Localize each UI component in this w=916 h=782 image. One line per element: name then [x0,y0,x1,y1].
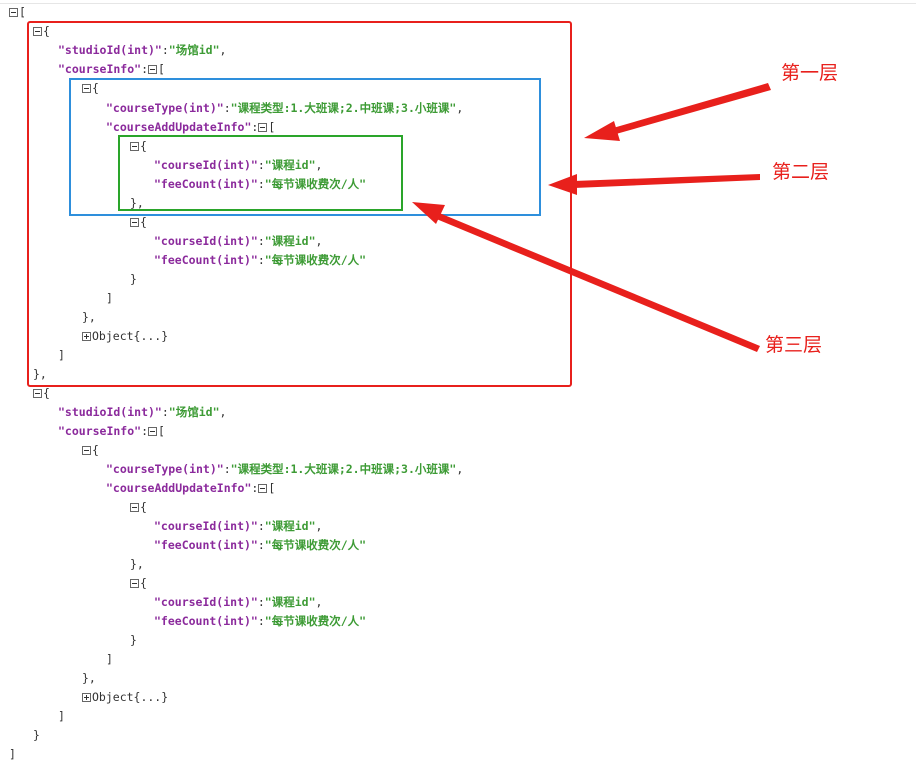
object1-course-type-row: "courseType(int)":"课程类型:1.大班课;2.中班课;3.小班… [106,101,464,115]
collapse-toggle-icon[interactable] [9,8,18,17]
object2-collapsed-object[interactable]: Object{...} [82,688,168,707]
collapse-toggle-icon[interactable] [82,84,91,93]
collapse-toggle-icon[interactable] [148,65,158,74]
root-array-open: [ [9,3,26,22]
collapse-toggle-icon[interactable] [258,484,268,493]
layer3-highlight-box [118,135,403,211]
object2-close: } [33,728,40,742]
object2-course-add-update-close: ] [106,652,113,666]
collapse-toggle-icon[interactable] [258,123,268,132]
object1-fee-item1-open: { [130,137,147,156]
object1-fee-item2-close: } [130,272,137,286]
layer2-highlight-box [69,78,541,216]
object1-open: { [33,22,50,41]
collapse-toggle-icon[interactable] [33,27,42,36]
object2-course-open: { [82,441,99,460]
collapse-toggle-icon[interactable] [130,579,139,588]
layer1-arrow-icon [613,83,771,134]
top-divider [0,3,916,4]
expand-toggle-icon[interactable] [82,693,91,702]
object2-course-add-update-row: "courseAddUpdateInfo":[ [106,481,276,495]
object1-close: }, [33,367,47,381]
object1-fee-item1-fee-count-row: "feeCount(int)":"每节课收费次/人" [154,177,367,191]
object1-fee-item2-course-id-row: "courseId(int)":"课程id", [154,234,323,248]
layer2-arrow-icon [574,174,760,188]
collapse-toggle-icon[interactable] [33,389,42,398]
layer1-highlight-box [27,21,572,387]
object1-course-info-close: ] [58,348,65,362]
object2-course-info-row: "courseInfo":[ [58,424,165,438]
object2-fee-item1-close: }, [130,557,144,571]
object1-course-open: { [82,79,99,98]
collapse-toggle-icon[interactable] [130,503,139,512]
object2-fee-item1-open: { [130,498,147,517]
layer2-label: 第二层 [772,161,830,183]
object2-fee-item1-fee-count-row: "feeCount(int)":"每节课收费次/人" [154,538,367,552]
layer1-label: 第一层 [781,62,839,84]
object1-fee-item1-course-id-row: "courseId(int)":"课程id", [154,158,323,172]
collapse-toggle-icon[interactable] [130,218,139,227]
layer3-arrow-icon [434,212,760,352]
object1-course-info-row: "courseInfo":[ [58,62,165,76]
object1-fee-item2-open: { [130,213,147,232]
object2-open: { [33,384,50,403]
object1-course-add-update-row: "courseAddUpdateInfo":[ [106,120,276,134]
collapse-toggle-icon[interactable] [82,446,91,455]
object2-studio-id-row: "studioId(int)":"场馆id", [58,405,227,419]
object2-fee-item2-close: } [130,633,137,647]
object2-course-info-close: ] [58,709,65,723]
collapse-toggle-icon[interactable] [148,427,158,436]
object2-fee-item2-fee-count-row: "feeCount(int)":"每节课收费次/人" [154,614,367,628]
collapse-toggle-icon[interactable] [130,142,139,151]
object1-collapsed-object[interactable]: Object{...} [82,327,168,346]
object1-studio-id-row: "studioId(int)":"场馆id", [58,43,227,57]
object2-fee-item1-course-id-row: "courseId(int)":"课程id", [154,519,323,533]
object1-course-add-update-close: ] [106,291,113,305]
object2-fee-item2-course-id-row: "courseId(int)":"课程id", [154,595,323,609]
object1-course-close: }, [82,310,96,324]
object1-fee-item2-fee-count-row: "feeCount(int)":"每节课收费次/人" [154,253,367,267]
layer3-label: 第三层 [765,334,823,356]
object1-fee-item1-close: }, [130,196,144,210]
expand-toggle-icon[interactable] [82,332,91,341]
object2-course-type-row: "courseType(int)":"课程类型:1.大班课;2.中班课;3.小班… [106,462,464,476]
object2-fee-item2-open: { [130,574,147,593]
root-array-close: ] [9,747,16,761]
object2-course-close: }, [82,671,96,685]
